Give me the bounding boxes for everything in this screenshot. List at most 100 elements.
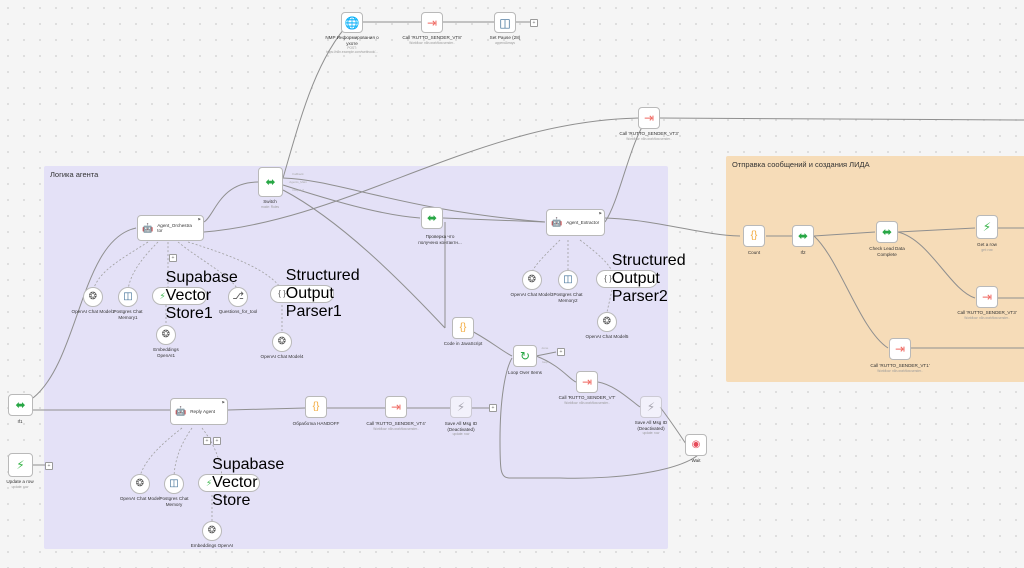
globe-icon: 🌐 xyxy=(344,15,360,30)
trigger-icon: ⚡ xyxy=(982,220,992,234)
openai5-label: OpenAI Chat Model5 xyxy=(585,334,629,339)
pg-bot-label: Postgres Chat Memory xyxy=(159,496,189,507)
loop-done-label: done xyxy=(541,346,549,350)
questions-tool-label: Questions_for_tool xyxy=(218,309,258,314)
flag-icon: ⚑ xyxy=(221,400,225,405)
call-top-label: Call 'RUTTO_SENDER_VT8'Workflow: n8n.wor… xyxy=(402,35,462,45)
switch-out2: Agents_Main xyxy=(289,180,307,184)
if2-node[interactable]: ⬌ xyxy=(792,225,814,247)
add-node-button[interactable]: + xyxy=(557,348,565,356)
code-icon: {} xyxy=(750,230,758,241)
questions-tool-node[interactable]: ⎇ xyxy=(228,287,248,307)
pg-bot-node[interactable]: ◫ xyxy=(164,474,184,494)
add-tool-button[interactable]: + xyxy=(169,254,177,262)
openai-model-node[interactable]: ❂ xyxy=(272,332,292,352)
pg1-label: Postgres Chat Memory1 xyxy=(113,309,143,320)
openai-icon: ❂ xyxy=(602,316,612,327)
openai1-label: OpenAI Chat Model1 xyxy=(71,309,115,314)
call-right-label: Call 'RUTTO_SENDER_VT3'Workflow: n8n.wor… xyxy=(619,131,679,141)
route-icon: ⬌ xyxy=(15,398,26,412)
openai3-node[interactable]: ❂ xyxy=(522,270,542,290)
wait-node[interactable]: ◉ xyxy=(685,434,707,456)
add-node-button[interactable]: + xyxy=(530,19,538,27)
wait-label: Wait xyxy=(691,458,701,463)
call-lead1-label: Call 'RUTTO_SENDER_VT1'Workflow: n8n.wor… xyxy=(870,363,930,373)
add-tool-button[interactable]: + xyxy=(213,437,221,445)
add-node-button[interactable]: + xyxy=(489,404,497,412)
openai-bot-label: OpenAI Chat Model xyxy=(119,496,161,501)
code-handoff-node[interactable]: {} xyxy=(305,396,327,418)
count-node[interactable]: {} xyxy=(743,225,765,247)
supabase1-node[interactable]: ⚡ Supabase Vector Store1 xyxy=(152,269,238,322)
if1-label: If1 xyxy=(17,419,23,424)
send-msg1-node[interactable]: ⚡ xyxy=(450,396,472,418)
supabase-bot-node[interactable]: ⚡ Supabase Vector Store xyxy=(198,456,284,509)
route-icon: ⬌ xyxy=(881,225,893,239)
pg2-label: Postgres Chat Memory2 xyxy=(553,292,583,303)
agent-extractor-node[interactable]: 🤖 Agent_Extractor ⚑ xyxy=(546,209,605,236)
route-icon: ⬌ xyxy=(426,211,438,225)
flag-icon: ⚑ xyxy=(598,211,602,216)
switch-out1: Fallback xyxy=(292,172,304,176)
call-bot-label: Call 'RUTTO_SENDER_VT4'Workflow: n8n.wor… xyxy=(366,421,426,431)
call-icon: ⇥ xyxy=(426,15,438,30)
openai3-label: OpenAI Chat Model3 xyxy=(510,292,554,297)
trigger-icon: ⚡ xyxy=(456,400,466,414)
openai-bot-node[interactable]: ❂ xyxy=(130,474,150,494)
code-icon: {} xyxy=(312,401,320,412)
emb1-node[interactable]: ❂ xyxy=(156,325,176,345)
group-agent-logic-title: Логика агента xyxy=(50,170,99,179)
postgres-icon: ◫ xyxy=(123,291,133,302)
emb-bot-label: Embeddings OpenAI xyxy=(190,543,234,548)
call-bot-node[interactable]: ⇥ xyxy=(385,396,407,418)
openai5-node[interactable]: ❂ xyxy=(597,312,617,332)
call-icon: ⇥ xyxy=(894,342,906,356)
send-msg2-label: Save All Msg ID (Deactivated)update: row xyxy=(634,420,668,436)
group-send-lead-title: Отправка сообщений и создания ЛИДА xyxy=(732,160,870,169)
check-lead-node[interactable]: ⬌ xyxy=(876,221,898,243)
openai-model-label: OpenAI Chat Model4 xyxy=(260,354,304,359)
reply-agent-node[interactable]: 🤖 Reply Agent ⚑ xyxy=(170,398,228,425)
set-pause-node[interactable]: ◫ xyxy=(494,12,516,33)
add-node-button[interactable]: + xyxy=(45,462,53,470)
call-top-node[interactable]: ⇥ xyxy=(421,12,443,33)
add-tool-button[interactable]: + xyxy=(203,437,211,445)
send-msg1-label: Save All Msg ID (Deactivated)update: row xyxy=(444,421,478,437)
postgres-icon: ◫ xyxy=(169,478,179,489)
code-js-node[interactable]: {} xyxy=(452,317,474,339)
braces-icon: { } xyxy=(604,274,612,283)
pg2-node[interactable]: ◫ xyxy=(558,270,578,290)
if1-node[interactable]: ⬌ xyxy=(8,394,33,416)
struct-parser1-node[interactable]: { } Structured Output Parser1 xyxy=(270,267,360,320)
stop-icon: ◉ xyxy=(691,439,701,450)
openai-icon: ❂ xyxy=(88,291,98,302)
robot-icon: 🤖 xyxy=(551,217,563,227)
trigger-icon: ⚡ xyxy=(16,458,25,472)
group-send-lead[interactable]: Отправка сообщений и создания ЛИДА xyxy=(726,156,1024,382)
check-contact-label: Проверка что получено контактн... xyxy=(418,234,462,245)
update-row-node[interactable]: ⚡ xyxy=(8,453,33,477)
check-contact-node[interactable]: ⬌ xyxy=(421,207,443,229)
nmp-node[interactable]: 🌐 xyxy=(341,12,363,33)
send-msg2-node[interactable]: ⚡ xyxy=(640,396,662,418)
get-row-node[interactable]: ⚡ xyxy=(976,215,998,239)
emb-bot-node[interactable]: ❂ xyxy=(202,521,222,541)
loop-node[interactable]: ↻ xyxy=(513,345,537,367)
call-mid-node[interactable]: ⇥ xyxy=(576,371,598,393)
call-icon: ⇥ xyxy=(390,400,402,414)
call-lead1-node[interactable]: ⇥ xyxy=(889,338,911,360)
call-icon: ⇥ xyxy=(643,111,655,125)
call-lead2-node[interactable]: ⇥ xyxy=(976,286,998,308)
call-icon: ⇥ xyxy=(981,290,993,304)
openai1-node[interactable]: ❂ xyxy=(83,287,103,307)
pg1-node[interactable]: ◫ xyxy=(118,287,138,307)
call-right-node[interactable]: ⇥ xyxy=(638,107,660,129)
openai-icon: ❂ xyxy=(277,336,287,347)
struct-parser2-node[interactable]: { } Structured Output Parser2 xyxy=(596,252,686,305)
route-icon: ⬌ xyxy=(797,229,809,243)
switch-node[interactable]: ⬌ xyxy=(258,167,283,197)
agent-orchestrator-node[interactable]: 🤖 Agent_Orchestra tor ⚑ xyxy=(137,215,204,241)
